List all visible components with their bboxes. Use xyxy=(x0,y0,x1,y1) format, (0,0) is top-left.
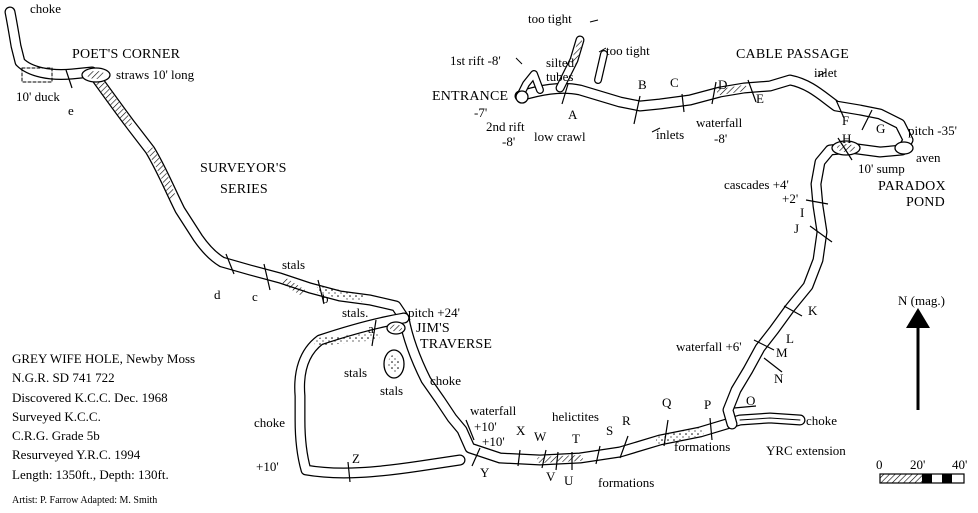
label-sump: 10' sump xyxy=(858,161,905,176)
label-stals-3: stals xyxy=(344,365,368,380)
station-m: M xyxy=(776,345,788,360)
info-surveyed: Surveyed K.C.C. xyxy=(12,408,101,424)
station-c: c xyxy=(252,289,258,304)
label-low-crawl: low crawl xyxy=(534,129,586,144)
label-cascades: cascades +4' xyxy=(724,177,789,192)
label-plus2: +2' xyxy=(782,191,799,206)
label-formations-2: formations xyxy=(674,439,731,454)
station-v: V xyxy=(546,469,556,484)
label-cable-passage: CABLE PASSAGE xyxy=(736,47,849,62)
station-q: Q xyxy=(662,395,672,410)
label-minus7: -7' xyxy=(474,105,488,120)
station-i: I xyxy=(800,205,805,220)
station-a-upper: A xyxy=(568,107,578,122)
north-label: N (mag.) xyxy=(898,293,945,308)
label-choke-right: choke xyxy=(806,413,838,428)
arrow-marks xyxy=(515,19,827,133)
station-p: P xyxy=(704,397,712,412)
label-surveyors-series-1: SURVEYOR'S xyxy=(200,161,287,176)
label-jims-1: JIM'S xyxy=(416,321,450,336)
station-k: K xyxy=(808,303,818,318)
label-duck: 10' duck xyxy=(16,89,60,104)
station-r: R xyxy=(622,413,631,428)
label-stals-2: stals. xyxy=(342,305,369,320)
label-paradox-1: PARADOX xyxy=(878,179,946,194)
info-grade: C.R.G. Grade 5b xyxy=(12,428,100,444)
label-choke-mid: choke xyxy=(430,373,462,388)
station-f: F xyxy=(842,113,850,128)
label-minus8-wf: -8' xyxy=(714,131,728,146)
label-surveyors-series-2: SERIES xyxy=(220,182,268,197)
label-waterfall-8: waterfall xyxy=(696,115,743,130)
label-inlets: inlets xyxy=(656,127,685,142)
label-pitch-35: pitch -35' xyxy=(908,123,957,138)
info-ngr: N.G.R. SD 741 722 xyxy=(12,370,115,386)
label-formations-1: formations xyxy=(598,475,655,490)
info-title: GREY WIFE HOLE, Newby Moss xyxy=(12,351,196,366)
station-t: T xyxy=(572,431,580,446)
info-resurveyed: Resurveyed Y.R.C. 1994 xyxy=(12,447,141,463)
label-poets-corner: POET'S CORNER xyxy=(72,47,181,62)
label-too-tight-2: too tight xyxy=(606,43,650,58)
station-l: L xyxy=(786,331,794,346)
section-ticks xyxy=(65,69,873,483)
station-h: H xyxy=(842,131,852,146)
info-discovered: Discovered K.C.C. Dec. 1968 xyxy=(12,389,168,405)
station-u: U xyxy=(564,473,574,488)
label-helictites: helictites xyxy=(552,409,599,424)
scale-bar xyxy=(879,473,965,484)
label-waterfall-6: waterfall +6' xyxy=(676,339,742,354)
label-silted-2: tubes xyxy=(546,69,574,84)
station-j: J xyxy=(794,221,800,236)
label-jims-2: TRAVERSE xyxy=(420,337,493,352)
station-y: Y xyxy=(480,465,490,480)
label-stals-1: stals xyxy=(282,257,306,272)
label-plus10-left: +10' xyxy=(256,459,279,474)
station-w: W xyxy=(534,429,547,444)
station-e-upper: E xyxy=(756,91,764,106)
label-straws: straws 10' long xyxy=(116,67,195,82)
label-waterfall-10: waterfall xyxy=(470,403,517,418)
station-a-lower: a xyxy=(368,321,374,336)
station-n: N xyxy=(774,371,784,386)
label-paradox-2: POND xyxy=(906,195,945,210)
lower-loop xyxy=(294,312,806,479)
station-c-upper: C xyxy=(670,75,679,90)
station-b-upper: B xyxy=(638,77,647,92)
label-plus10-b: +10' xyxy=(482,434,505,449)
label-silted-1: silted xyxy=(546,55,575,70)
station-d: d xyxy=(214,287,221,302)
label-aven: aven xyxy=(916,150,941,165)
label-second-rift: 2nd rift xyxy=(486,119,525,134)
label-plus10-a: +10' xyxy=(474,419,497,434)
info-dimensions: Length: 1350ft., Depth: 130ft. xyxy=(12,466,169,482)
station-s: S xyxy=(606,423,614,438)
label-inlet: inlet xyxy=(814,65,838,80)
east-passage xyxy=(514,35,914,430)
station-z: Z xyxy=(352,451,360,466)
label-yrc-extension: YRC extension xyxy=(766,443,846,458)
west-passage xyxy=(4,6,410,324)
station-g: G xyxy=(876,121,886,136)
survey-info-block: GREY WIFE HOLE, Newby Moss N.G.R. SD 741… xyxy=(12,349,195,484)
scale-tick-40: 40' xyxy=(952,457,968,472)
station-o: O xyxy=(746,393,756,408)
label-stals-4: stals xyxy=(380,383,404,398)
label-pitch-24: pitch +24' xyxy=(408,305,460,320)
station-x: X xyxy=(516,423,526,438)
label-minus8-rift: -8' xyxy=(502,134,516,149)
north-arrow xyxy=(906,308,930,410)
label-choke-left: choke xyxy=(254,415,286,430)
scale-tick-0: 0 xyxy=(876,457,883,472)
scale-tick-20: 20' xyxy=(910,457,926,472)
label-too-tight-1: too tight xyxy=(528,11,572,26)
info-credits: Artist: P. Farrow Adapted: M. Smith xyxy=(12,495,158,506)
station-e: e xyxy=(68,103,74,118)
label-choke-top: choke xyxy=(30,1,62,16)
label-first-rift: 1st rift -8' xyxy=(450,53,501,68)
station-d-upper: D xyxy=(718,77,728,92)
label-entrance: ENTRANCE xyxy=(432,89,509,104)
station-b: b xyxy=(322,291,329,306)
